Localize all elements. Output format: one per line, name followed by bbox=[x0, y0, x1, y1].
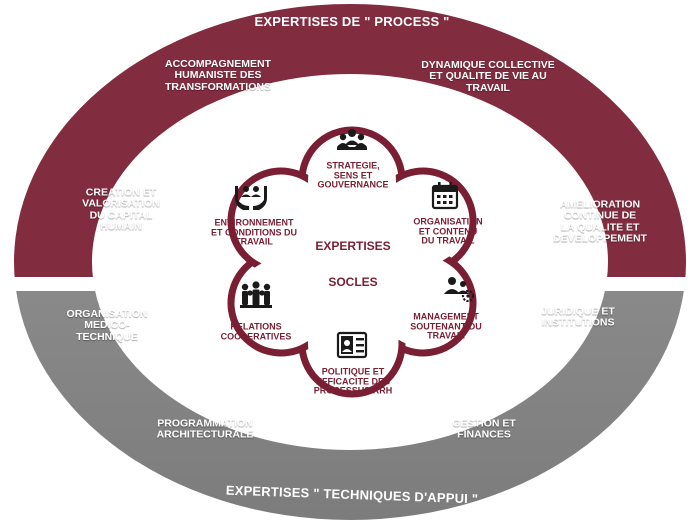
group-icon bbox=[240, 281, 272, 308]
manager-gear-icon bbox=[444, 277, 475, 303]
support-item-juridique: JURIDIQUE ET INSTITUTIONS bbox=[541, 305, 615, 329]
petal-label-strategie: STRATEGIE, SENS ET GOUVERNANCE bbox=[317, 160, 389, 190]
team-icon bbox=[337, 129, 367, 150]
petal-label-organisation: ORGANISATION ET CONTENU DU TRAVAIL bbox=[413, 216, 483, 246]
support-item-gestion: GESTION ET FINANCES bbox=[452, 417, 516, 441]
process-item-dynamique: DYNAMIQUE COLLECTIVE ET QUALITE DE VIE A… bbox=[421, 59, 555, 94]
support-item-organisation: ORGANISATION MEDICO- TECHNIQUE bbox=[66, 308, 148, 343]
process-item-amelioration: AMELIORATION CONTINUE DE LA QUALITE ET D… bbox=[553, 198, 647, 245]
petal-label-politique: POLITIQUE ET EFFICACITE DES PROCESSUS RR… bbox=[313, 366, 393, 396]
center-title-line2: SOCLES bbox=[328, 275, 378, 289]
hands-people-icon bbox=[235, 186, 267, 210]
center-title: EXPERTISES SOCLES bbox=[315, 219, 390, 309]
support-item-programmation: PROGRAMMATION ARCHITECTURALE bbox=[156, 417, 254, 441]
calendar-icon bbox=[431, 182, 459, 210]
center-title-line1: EXPERTISES bbox=[315, 239, 391, 253]
id-card-icon bbox=[336, 331, 368, 359]
petal-label-management: MANAGEMENT SOUTENANT DU TRAVAIL bbox=[410, 311, 482, 341]
process-item-creation: CREATION ET VALORISATION DU CAPITAL HUMA… bbox=[82, 186, 160, 233]
petal-label-relations: RELATIONS COOPERATIVES bbox=[220, 321, 292, 341]
process-ring-title: EXPERTISES DE " PROCESS " bbox=[254, 13, 450, 29]
petal-inner bbox=[236, 177, 388, 301]
process-item-accompagnement: ACCOMPAGNEMENT HUMANISTE DES TRANSFORMAT… bbox=[165, 58, 271, 93]
petal-label-environnement: ENVIRONNEMENT ET CONDITIONS DU TRAVAIL bbox=[210, 217, 298, 247]
